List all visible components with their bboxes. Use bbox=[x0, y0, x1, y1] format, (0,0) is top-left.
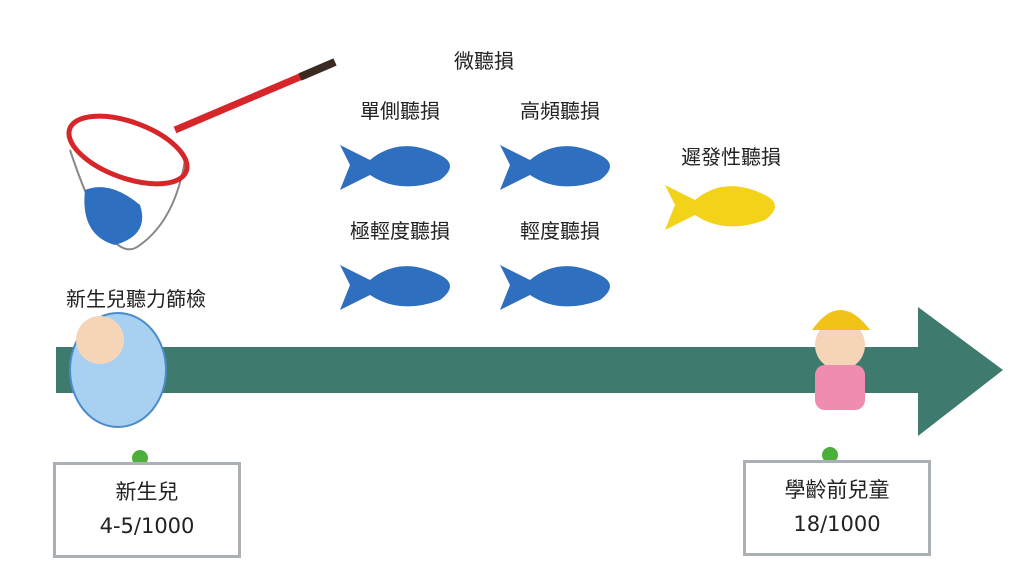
timeline-arrow bbox=[56, 307, 1003, 436]
note-value: 4-5/1000 bbox=[99, 514, 195, 538]
fish-icons bbox=[340, 145, 775, 310]
screening-label: 新生兒聽力篩檢 bbox=[66, 287, 206, 311]
title: 微聽損 bbox=[454, 49, 514, 73]
baby-icon bbox=[69, 312, 167, 428]
fish-label: 單側聽損 bbox=[360, 99, 440, 123]
note-title: 學齡前兒童 bbox=[784, 478, 890, 502]
fish-label: 輕度聽損 bbox=[520, 219, 600, 243]
note-value: 18/1000 bbox=[793, 512, 881, 536]
note-preschool: 學齡前兒童 18/1000 bbox=[743, 460, 931, 556]
girl-icon bbox=[812, 310, 870, 410]
fish-label: 遲發性聽損 bbox=[681, 145, 781, 169]
net-icon bbox=[66, 58, 337, 251]
note-newborn: 新生兒 4-5/1000 bbox=[53, 462, 241, 558]
note-title: 新生兒 bbox=[115, 480, 179, 504]
fish-label: 極輕度聽損 bbox=[350, 219, 450, 243]
fish-label: 高頻聽損 bbox=[520, 99, 600, 123]
